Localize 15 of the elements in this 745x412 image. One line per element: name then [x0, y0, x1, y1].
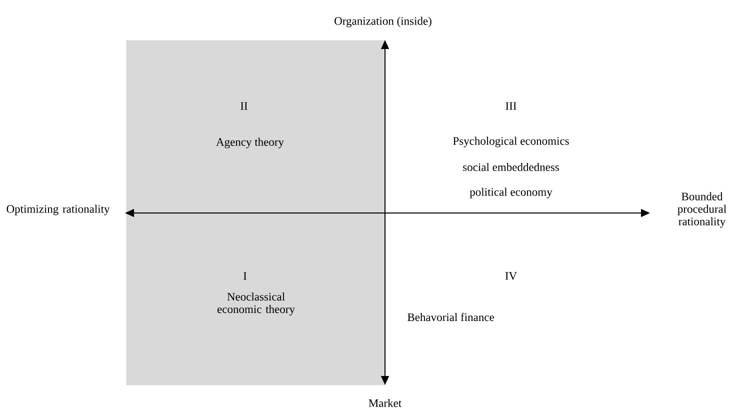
quadrant-number: I [244, 272, 246, 280]
quadrant-text: Behavorial finance [408, 312, 494, 322]
quadrant-text: Psychological economics [453, 136, 569, 148]
axis-label: Organization (inside) [334, 16, 432, 28]
quadrant-text: social embeddedness [463, 162, 559, 172]
axis-label: Market [368, 398, 402, 408]
quadrant-text: political economy [470, 188, 552, 198]
axis-label: Optimizing rationality [6, 204, 110, 216]
quadrant-number: III [506, 102, 516, 110]
quadrant-text: Neoclassical economic theory [218, 292, 295, 316]
shaded-quadrant [126, 40, 386, 386]
quadrant-text: Agency theory [216, 138, 284, 148]
quadrant-number: II [240, 102, 248, 110]
axis-label: Bounded procedural rationality [678, 192, 726, 228]
quadrant-number: IV [505, 272, 517, 280]
